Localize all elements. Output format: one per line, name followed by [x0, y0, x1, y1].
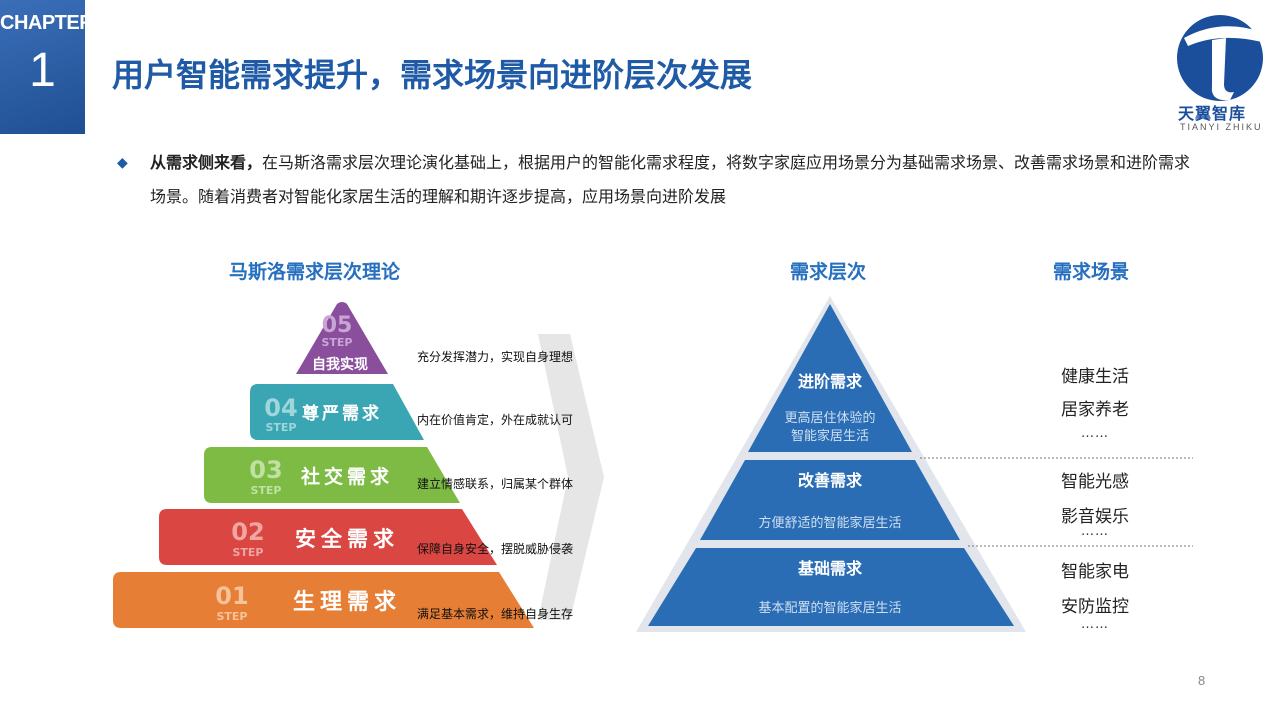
maslow-level-05-name: 自我实现: [312, 356, 368, 373]
maslow-level-04-step-word: STEP: [265, 421, 296, 434]
intro-text: 在马斯洛需求层次理论演化基础上，根据用户的智能化需求程度，将数字家庭应用场景分为…: [150, 153, 1191, 206]
maslow-level-03-shape: [204, 447, 460, 503]
scenario-advanced-2: 居家养老: [1061, 400, 1129, 420]
maslow-level-03: 03 STEP 社交需求: [204, 447, 460, 503]
maslow-level-02-name: 安全需求: [295, 527, 399, 551]
transition-arrow-icon: [538, 334, 604, 620]
chapter-badge: CHAPTER 1: [0, 0, 94, 134]
maslow-level-02: 02 STEP 安全需求: [159, 509, 497, 565]
maslow-pyramid: 05 STEP 自我实现 04 STEP 尊严需求 03 STEP 社交需求 0…: [113, 302, 604, 628]
chapter-number: 1: [29, 44, 56, 97]
demand-tier-basic-name: 基础需求: [797, 559, 863, 578]
maslow-level-01: 01 STEP 生理需求: [113, 572, 534, 628]
scenario-improve-2: 影音娱乐: [1061, 507, 1129, 527]
maslow-level-02-step-num: 02: [231, 518, 264, 546]
maslow-level-03-desc: 建立情感联系，归属某个群体: [417, 477, 574, 491]
maslow-level-05-step-num: 05: [322, 313, 353, 338]
demand-tier-advanced-name: 进阶需求: [798, 372, 863, 391]
maslow-level-02-shape: [159, 509, 497, 565]
maslow-heading: 马斯洛需求层次理论: [229, 261, 401, 283]
maslow-level-04-step-num: 04: [264, 394, 297, 422]
demand-tier-basic-shape: [648, 548, 1014, 626]
diamond-bullet-icon: ◆: [117, 155, 128, 171]
demand-scenarios-heading: 需求场景: [1053, 261, 1130, 283]
demand-tier-improve-desc: 方便舒适的智能家居生活: [758, 515, 901, 531]
maslow-level-04-desc: 内在价值肯定，外在成就认可: [417, 413, 574, 427]
page-title: 用户智能需求提升，需求场景向进阶层次发展: [112, 56, 753, 94]
maslow-level-03-name: 社交需求: [300, 465, 393, 488]
maslow-level-01-step-word: STEP: [216, 610, 247, 623]
maslow-level-04-shape: [250, 384, 424, 440]
maslow-level-01-name: 生理需求: [293, 590, 401, 615]
maslow-level-01-shape: [113, 572, 534, 628]
maslow-level-05: 05 STEP 自我实现: [296, 302, 388, 374]
scenario-basic-more: ……: [1081, 617, 1109, 632]
logo: 天翼智库 TIANYI ZHIKU: [1170, 12, 1270, 132]
maslow-level-01-step-num: 01: [215, 582, 248, 610]
scenario-improve-more: ……: [1081, 524, 1109, 539]
demand-levels-heading: 需求层次: [790, 261, 867, 283]
intro-paragraph: ◆ 从需求侧来看，在马斯洛需求层次理论演化基础上，根据用户的智能化需求程度，将数…: [117, 146, 1197, 214]
logo-emblem-icon: [1177, 15, 1263, 101]
logo-pinyin: TIANYI ZHIKU: [1180, 122, 1263, 132]
demand-tier-improve-shape: [700, 460, 960, 540]
demand-tier-advanced-desc-1: 更高居住体验的: [784, 410, 875, 426]
maslow-level-02-step-word: STEP: [232, 546, 263, 559]
maslow-level-02-desc: 保障自身安全，摆脱威胁侵袭: [417, 542, 574, 556]
demand-tier-advanced-desc-2: 智能家居生活: [791, 428, 869, 444]
scenario-advanced-1: 健康生活: [1061, 367, 1129, 387]
maslow-level-03-step-num: 03: [249, 456, 282, 484]
demand-tier-basic-desc: 基本配置的智能家居生活: [758, 600, 901, 616]
maslow-level-04-name: 尊严需求: [302, 403, 382, 424]
demand-pyramid: 进阶需求 更高居住体验的 智能家居生活 改善需求 方便舒适的智能家居生活 基础需…: [636, 296, 1193, 632]
scenario-advanced-more: ……: [1081, 426, 1109, 441]
scenario-improve-1: 智能光感: [1061, 472, 1129, 492]
maslow-level-05-shape: [296, 302, 388, 374]
chapter-label: CHAPTER: [0, 12, 94, 34]
scenario-basic-2: 安防监控: [1061, 597, 1129, 617]
maslow-level-03-step-word: STEP: [250, 484, 281, 497]
maslow-level-04: 04 STEP 尊严需求: [250, 384, 424, 440]
scenario-basic-1: 智能家电: [1061, 562, 1129, 582]
page-number: 8: [1198, 673, 1206, 688]
logo-brand-text: 天翼智库: [1178, 104, 1247, 123]
demand-tier-advanced-shape: [748, 304, 912, 452]
maslow-level-01-desc: 满足基本需求，维持自身生存: [417, 607, 574, 621]
intro-lead: 从需求侧来看，: [150, 153, 263, 172]
demand-tier-improve-name: 改善需求: [798, 471, 863, 490]
maslow-level-05-desc: 充分发挥潜力，实现自身理想: [417, 350, 574, 364]
maslow-level-05-step-word: STEP: [321, 336, 352, 349]
